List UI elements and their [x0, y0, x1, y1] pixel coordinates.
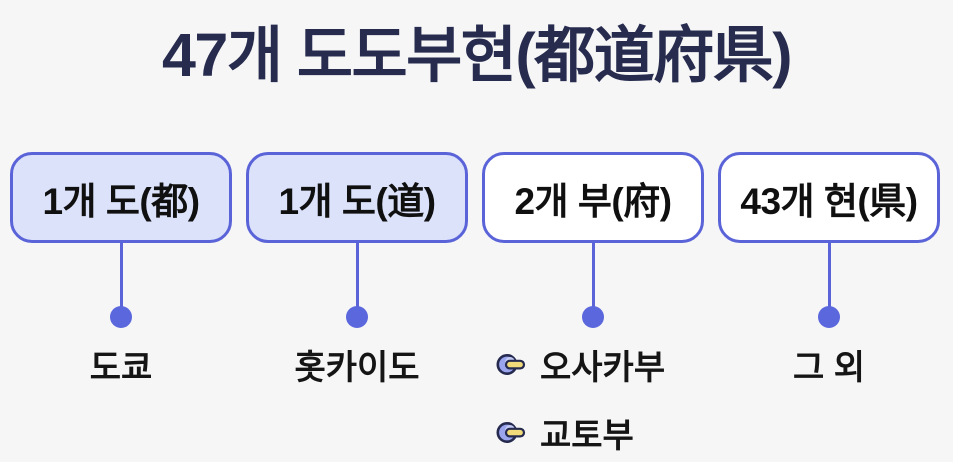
- connector: [718, 243, 940, 328]
- connector-line: [827, 243, 831, 307]
- item-list: 도쿄: [10, 340, 232, 389]
- connector-line: [591, 243, 595, 307]
- prefecture-column: 1개 도(都) 도쿄: [10, 152, 232, 457]
- item-label: 도쿄: [89, 349, 153, 387]
- list-item: 홋카이도: [294, 340, 419, 389]
- connector: [482, 243, 704, 328]
- pin-icon: [496, 422, 526, 443]
- list-item: 교토부: [496, 408, 634, 457]
- category-box: 1개 도(道): [246, 152, 468, 243]
- category-box: 2개 부(府): [482, 152, 704, 243]
- item-label: 그 외: [792, 349, 865, 387]
- connector: [246, 243, 468, 328]
- item-list: 그 외: [718, 340, 940, 389]
- item-label: 오사카부: [540, 349, 666, 387]
- connector-line: [119, 243, 123, 307]
- connector-dot-icon: [582, 306, 604, 328]
- category-box-label: 2개 부(府): [514, 180, 672, 222]
- list-item: 도쿄: [90, 340, 153, 389]
- item-list: 홋카이도: [246, 340, 468, 389]
- prefecture-column: 1개 도(道) 홋카이도: [246, 152, 468, 457]
- item-label: 교토부: [540, 417, 634, 455]
- connector-dot-icon: [110, 306, 132, 328]
- connector-dot-icon: [818, 306, 840, 328]
- list-item: 그 외: [793, 340, 865, 389]
- connector-dot-icon: [346, 306, 368, 328]
- category-box-label: 1개 도(都): [42, 180, 200, 222]
- connector-line: [355, 243, 359, 307]
- category-box-label: 43개 현(県): [740, 180, 918, 222]
- category-box-label: 1개 도(道): [278, 180, 436, 222]
- item-label: 홋카이도: [294, 349, 420, 387]
- list-item: 오사카부: [496, 340, 665, 389]
- category-box: 43개 현(県): [718, 152, 940, 243]
- connector: [10, 243, 232, 328]
- prefecture-column: 43개 현(県) 그 외: [718, 152, 940, 457]
- page-title: 47개 도도부현(都道府県): [161, 21, 793, 89]
- pin-icon: [496, 354, 526, 375]
- category-box: 1개 도(都): [10, 152, 232, 243]
- page-root: 47개 도도부현(都道府県) 1개 도(都) 도쿄 1개 도(道) 홋카이도 2…: [0, 12, 953, 462]
